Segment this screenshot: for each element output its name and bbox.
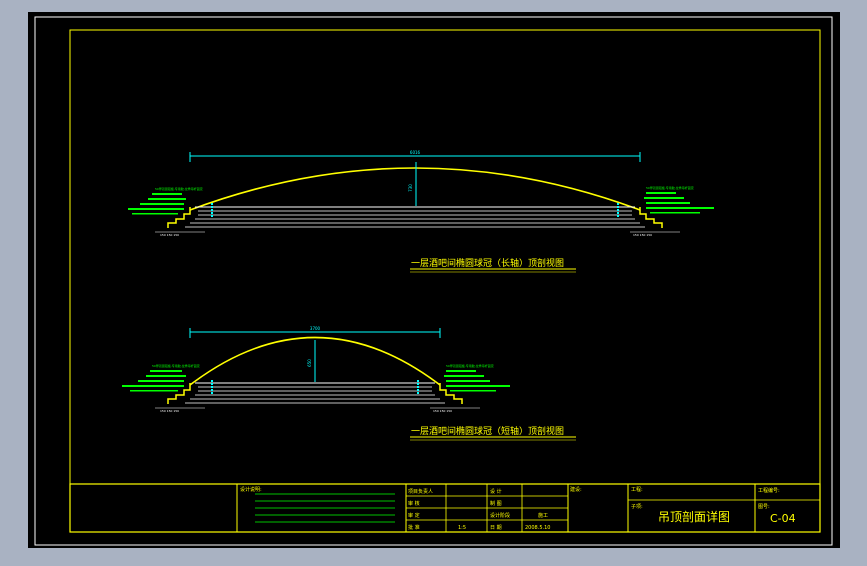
tb-client-label: 建设:	[570, 486, 582, 493]
tb-project-label: 工程:	[631, 486, 643, 493]
section-title-short: 一层酒吧间椭圆球冠（短轴）顶剖视图	[411, 425, 564, 437]
base-label-left-long: 150 150 150	[160, 233, 179, 237]
dim-short-height-label: 650	[307, 359, 312, 367]
tb-review-label: 审 定	[408, 512, 420, 519]
arch-short	[189, 336, 441, 386]
tb-check-label: 审 核	[408, 500, 420, 507]
outer-border	[34, 16, 833, 546]
dim-long-height-label: 730	[408, 184, 413, 192]
tb-scale-value: 1:5	[458, 525, 466, 531]
step-left-long	[167, 207, 191, 228]
notes-lines	[255, 493, 395, 523]
hatch-right-short	[444, 370, 510, 392]
base-label-right-short: 150 150 150	[433, 409, 452, 413]
title-block	[69, 483, 821, 533]
tb-notes-label: 设计说明:	[240, 486, 262, 493]
tb-stage-value: 施工	[538, 512, 548, 519]
base-label-left-short: 150 150 150	[160, 409, 179, 413]
tb-drawing-name: 吊顶剖面详图	[658, 509, 730, 524]
title-block-frame	[69, 483, 821, 533]
section-short-axis: 3700 650 50厚双层铝板,专用胶,龙骨吊杆固定 50厚双层铝板,专用胶,…	[122, 326, 576, 441]
tb-drawing-no-label: 图号:	[758, 504, 770, 510]
tb-date-label: 日 期	[490, 525, 502, 531]
annotation-right-long: 50厚双层铝板,专用胶,龙骨吊杆固定	[646, 185, 694, 190]
arch-long	[189, 167, 641, 211]
step-left-short	[167, 383, 191, 404]
annotation-left-long: 50厚双层铝板,专用胶,龙骨吊杆固定	[155, 186, 203, 191]
dim-short-width-label: 3700	[310, 326, 321, 331]
tb-job-no-label: 工程编号:	[758, 487, 780, 494]
annotation-right-short: 50厚双层铝板,专用胶,龙骨吊杆固定	[446, 363, 494, 368]
tb-drawing-no: C-04	[770, 512, 796, 525]
section-title-long: 一层酒吧间椭圆球冠（长轴）顶剖视图	[411, 257, 564, 269]
section-long-axis: 6016 730 50厚双层铝板,专用胶,龙骨吊杆固定 50厚双层铝板,	[128, 150, 714, 273]
hatch-left-long	[128, 193, 186, 215]
tb-design-label: 设 计	[490, 488, 502, 495]
base-label-right-long: 150 150 150	[633, 233, 652, 237]
tb-date-value: 2008.5.10	[525, 525, 550, 531]
tb-draw-label: 制 图	[490, 500, 502, 507]
hatch-left-short	[122, 370, 186, 392]
step-right-long	[639, 207, 663, 228]
tb-approve-label: 批 准	[408, 524, 420, 531]
hatch-right-long	[644, 192, 714, 214]
viewport-background	[28, 12, 840, 548]
dim-long-width-label: 6016	[410, 150, 421, 155]
annotation-left-short: 50厚双层铝板,专用胶,龙骨吊杆固定	[152, 363, 200, 368]
tb-design-stage-label: 设计阶段	[490, 512, 510, 519]
tb-project-lead-label: 项目负责人	[408, 488, 433, 495]
step-right-short	[439, 383, 463, 404]
tb-sub-label: 子项:	[631, 503, 643, 510]
